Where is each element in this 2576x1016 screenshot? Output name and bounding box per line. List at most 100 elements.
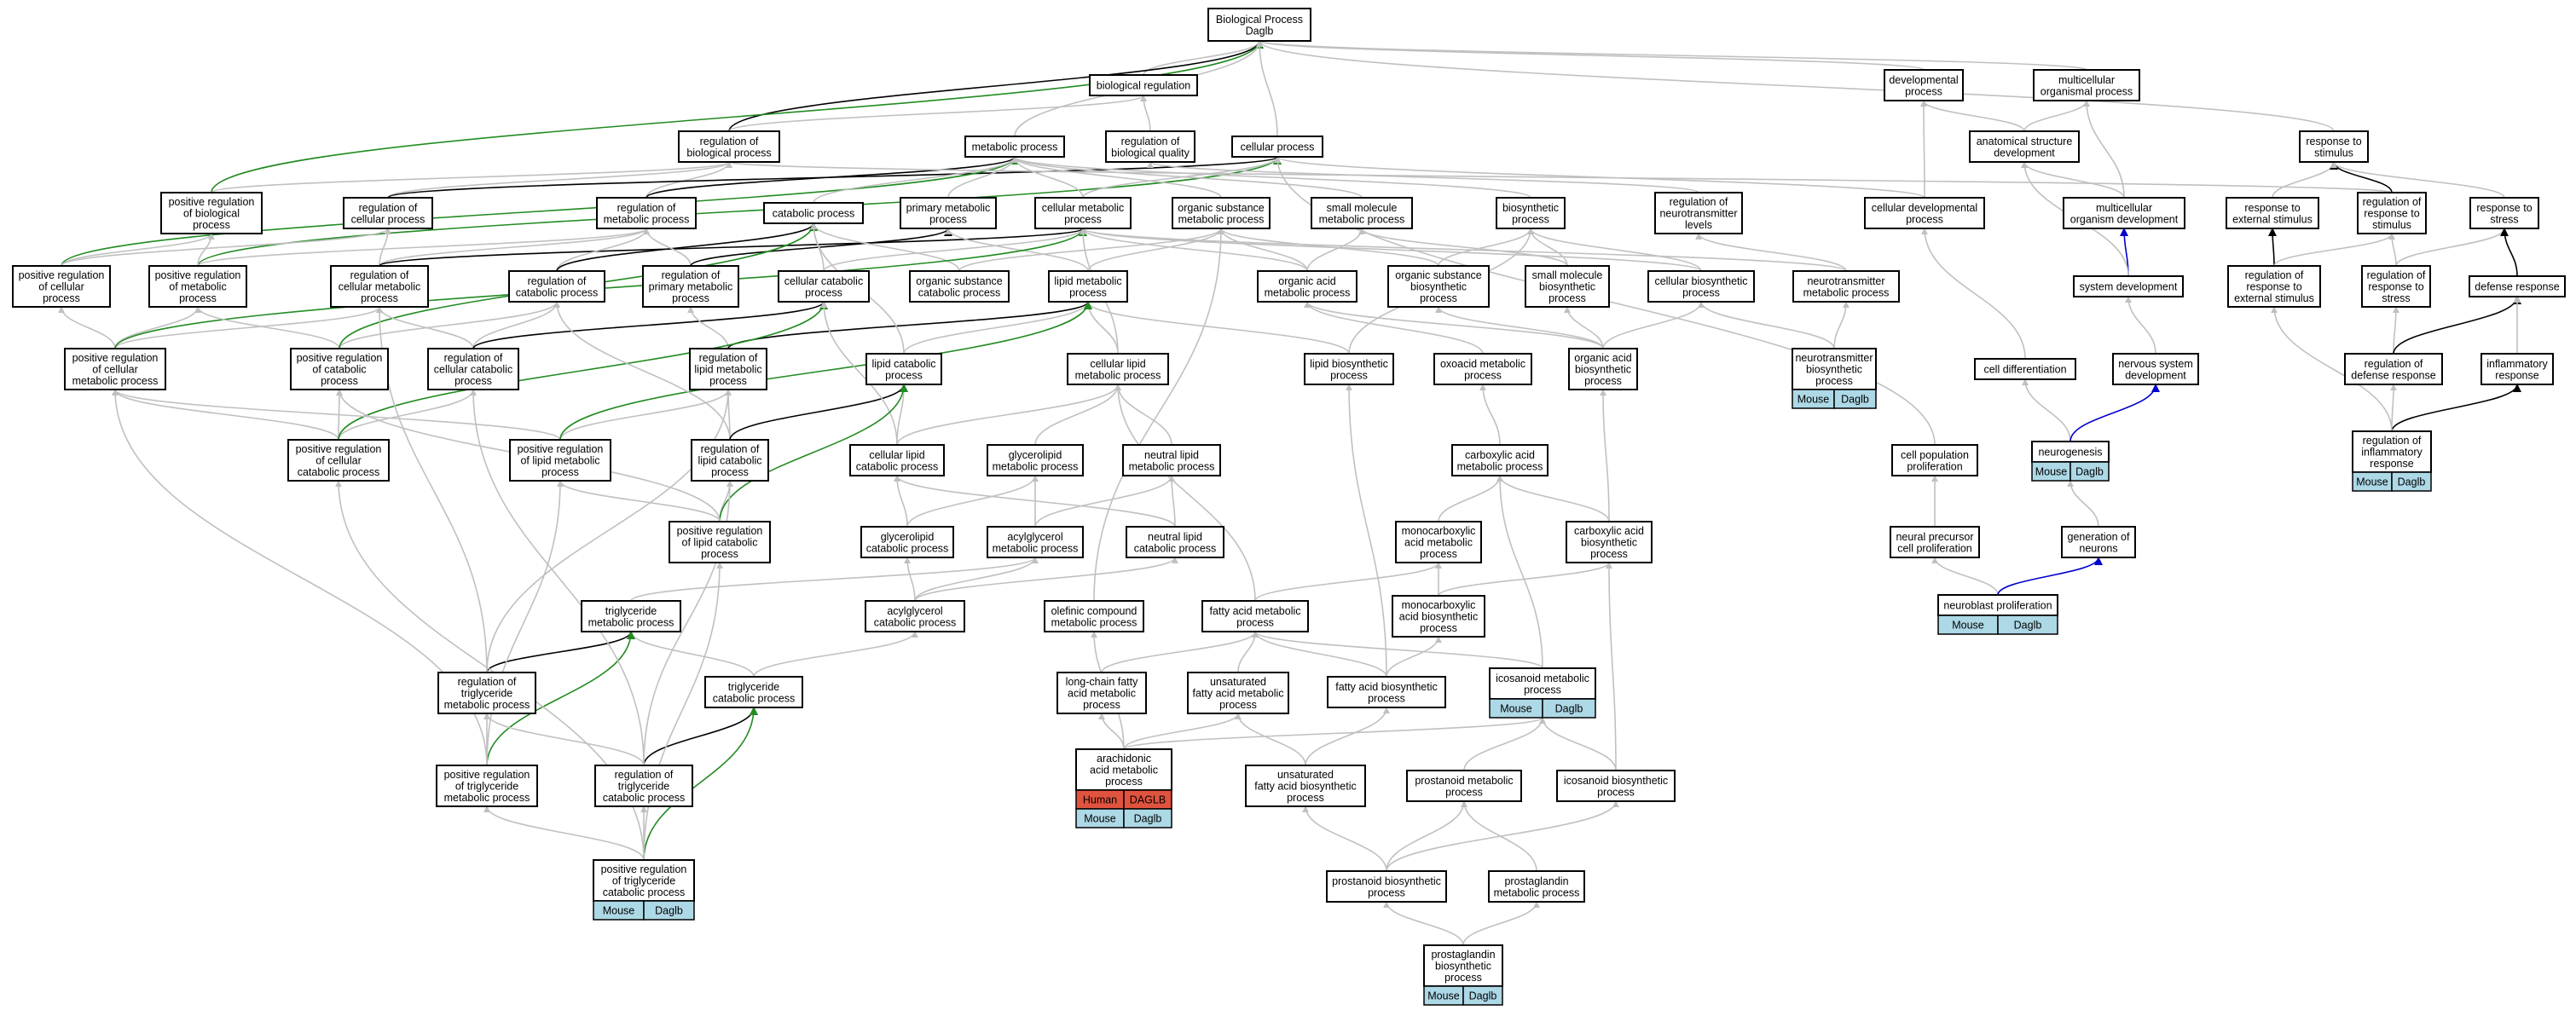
term-node-bioreg[interactable]: biological regulation	[1089, 74, 1198, 96]
term-node-defresp[interactable]: defense response	[2469, 275, 2566, 297]
term-node-celldiff[interactable]: cell differentiation	[1974, 358, 2076, 380]
term-node-catab[interactable]: catabolic process	[763, 202, 864, 224]
term-node-metab[interactable]: metabolic process	[964, 136, 1065, 158]
term-label-line: catabolic process	[713, 692, 796, 704]
term-label-line: carboxylic acid	[1465, 449, 1535, 461]
edge-posregbio-to-regbio	[211, 161, 732, 193]
term-node-neurobiosyn[interactable]: neurotransmitterbiosyntheticprocessMouse…	[1792, 348, 1877, 409]
term-box	[2361, 265, 2431, 308]
term-node-sysdev[interactable]: system development	[2073, 275, 2184, 297]
term-node-cellproc[interactable]: cellular process	[1231, 136, 1323, 158]
